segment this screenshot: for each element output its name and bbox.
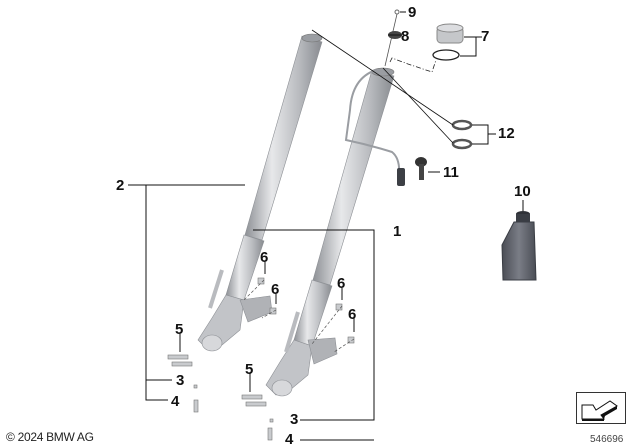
callout-5-left[interactable]: 5 (175, 321, 184, 338)
callout-11[interactable]: 11 (443, 164, 459, 181)
callout-3-left[interactable]: 3 (176, 372, 185, 389)
callout-9[interactable]: 9 (408, 4, 417, 21)
left-fork-leg[interactable] (197, 33, 323, 352)
callout-12[interactable]: 12 (498, 125, 515, 142)
callout-8[interactable]: 8 (401, 28, 410, 45)
callout-3-right[interactable]: 3 (290, 411, 299, 428)
callout-4-left[interactable]: 4 (171, 393, 180, 410)
callout-6-d[interactable]: 6 (348, 306, 357, 323)
callout-10[interactable]: 10 (514, 183, 531, 200)
copyright-notice: © 2024 BMW AG (6, 430, 94, 444)
callout-6-c[interactable]: 6 (337, 275, 346, 292)
callout-6-a[interactable]: 6 (260, 249, 269, 266)
sensor-part-11[interactable] (397, 157, 427, 186)
callout-2[interactable]: 2 (116, 177, 125, 194)
bleed-screw-part-9[interactable] (394, 9, 400, 15)
sealing-ring-part-12[interactable] (451, 119, 473, 131)
callout-6-b[interactable]: 6 (271, 281, 280, 298)
navigate-back-button[interactable] (576, 392, 626, 424)
diagram-number: 546696 (590, 434, 624, 445)
right-fork-leg[interactable] (265, 67, 401, 397)
callout-4-right[interactable]: 4 (285, 431, 294, 448)
callout-7[interactable]: 7 (481, 28, 490, 45)
screw-plug-part-7[interactable] (432, 23, 464, 61)
arrow-down-left-icon (581, 400, 618, 421)
oil-bottle-part-10[interactable] (501, 211, 537, 281)
callout-1[interactable]: 1 (393, 223, 402, 240)
sealing-ring-part-12[interactable] (451, 138, 473, 150)
callout-5-right[interactable]: 5 (245, 361, 254, 378)
